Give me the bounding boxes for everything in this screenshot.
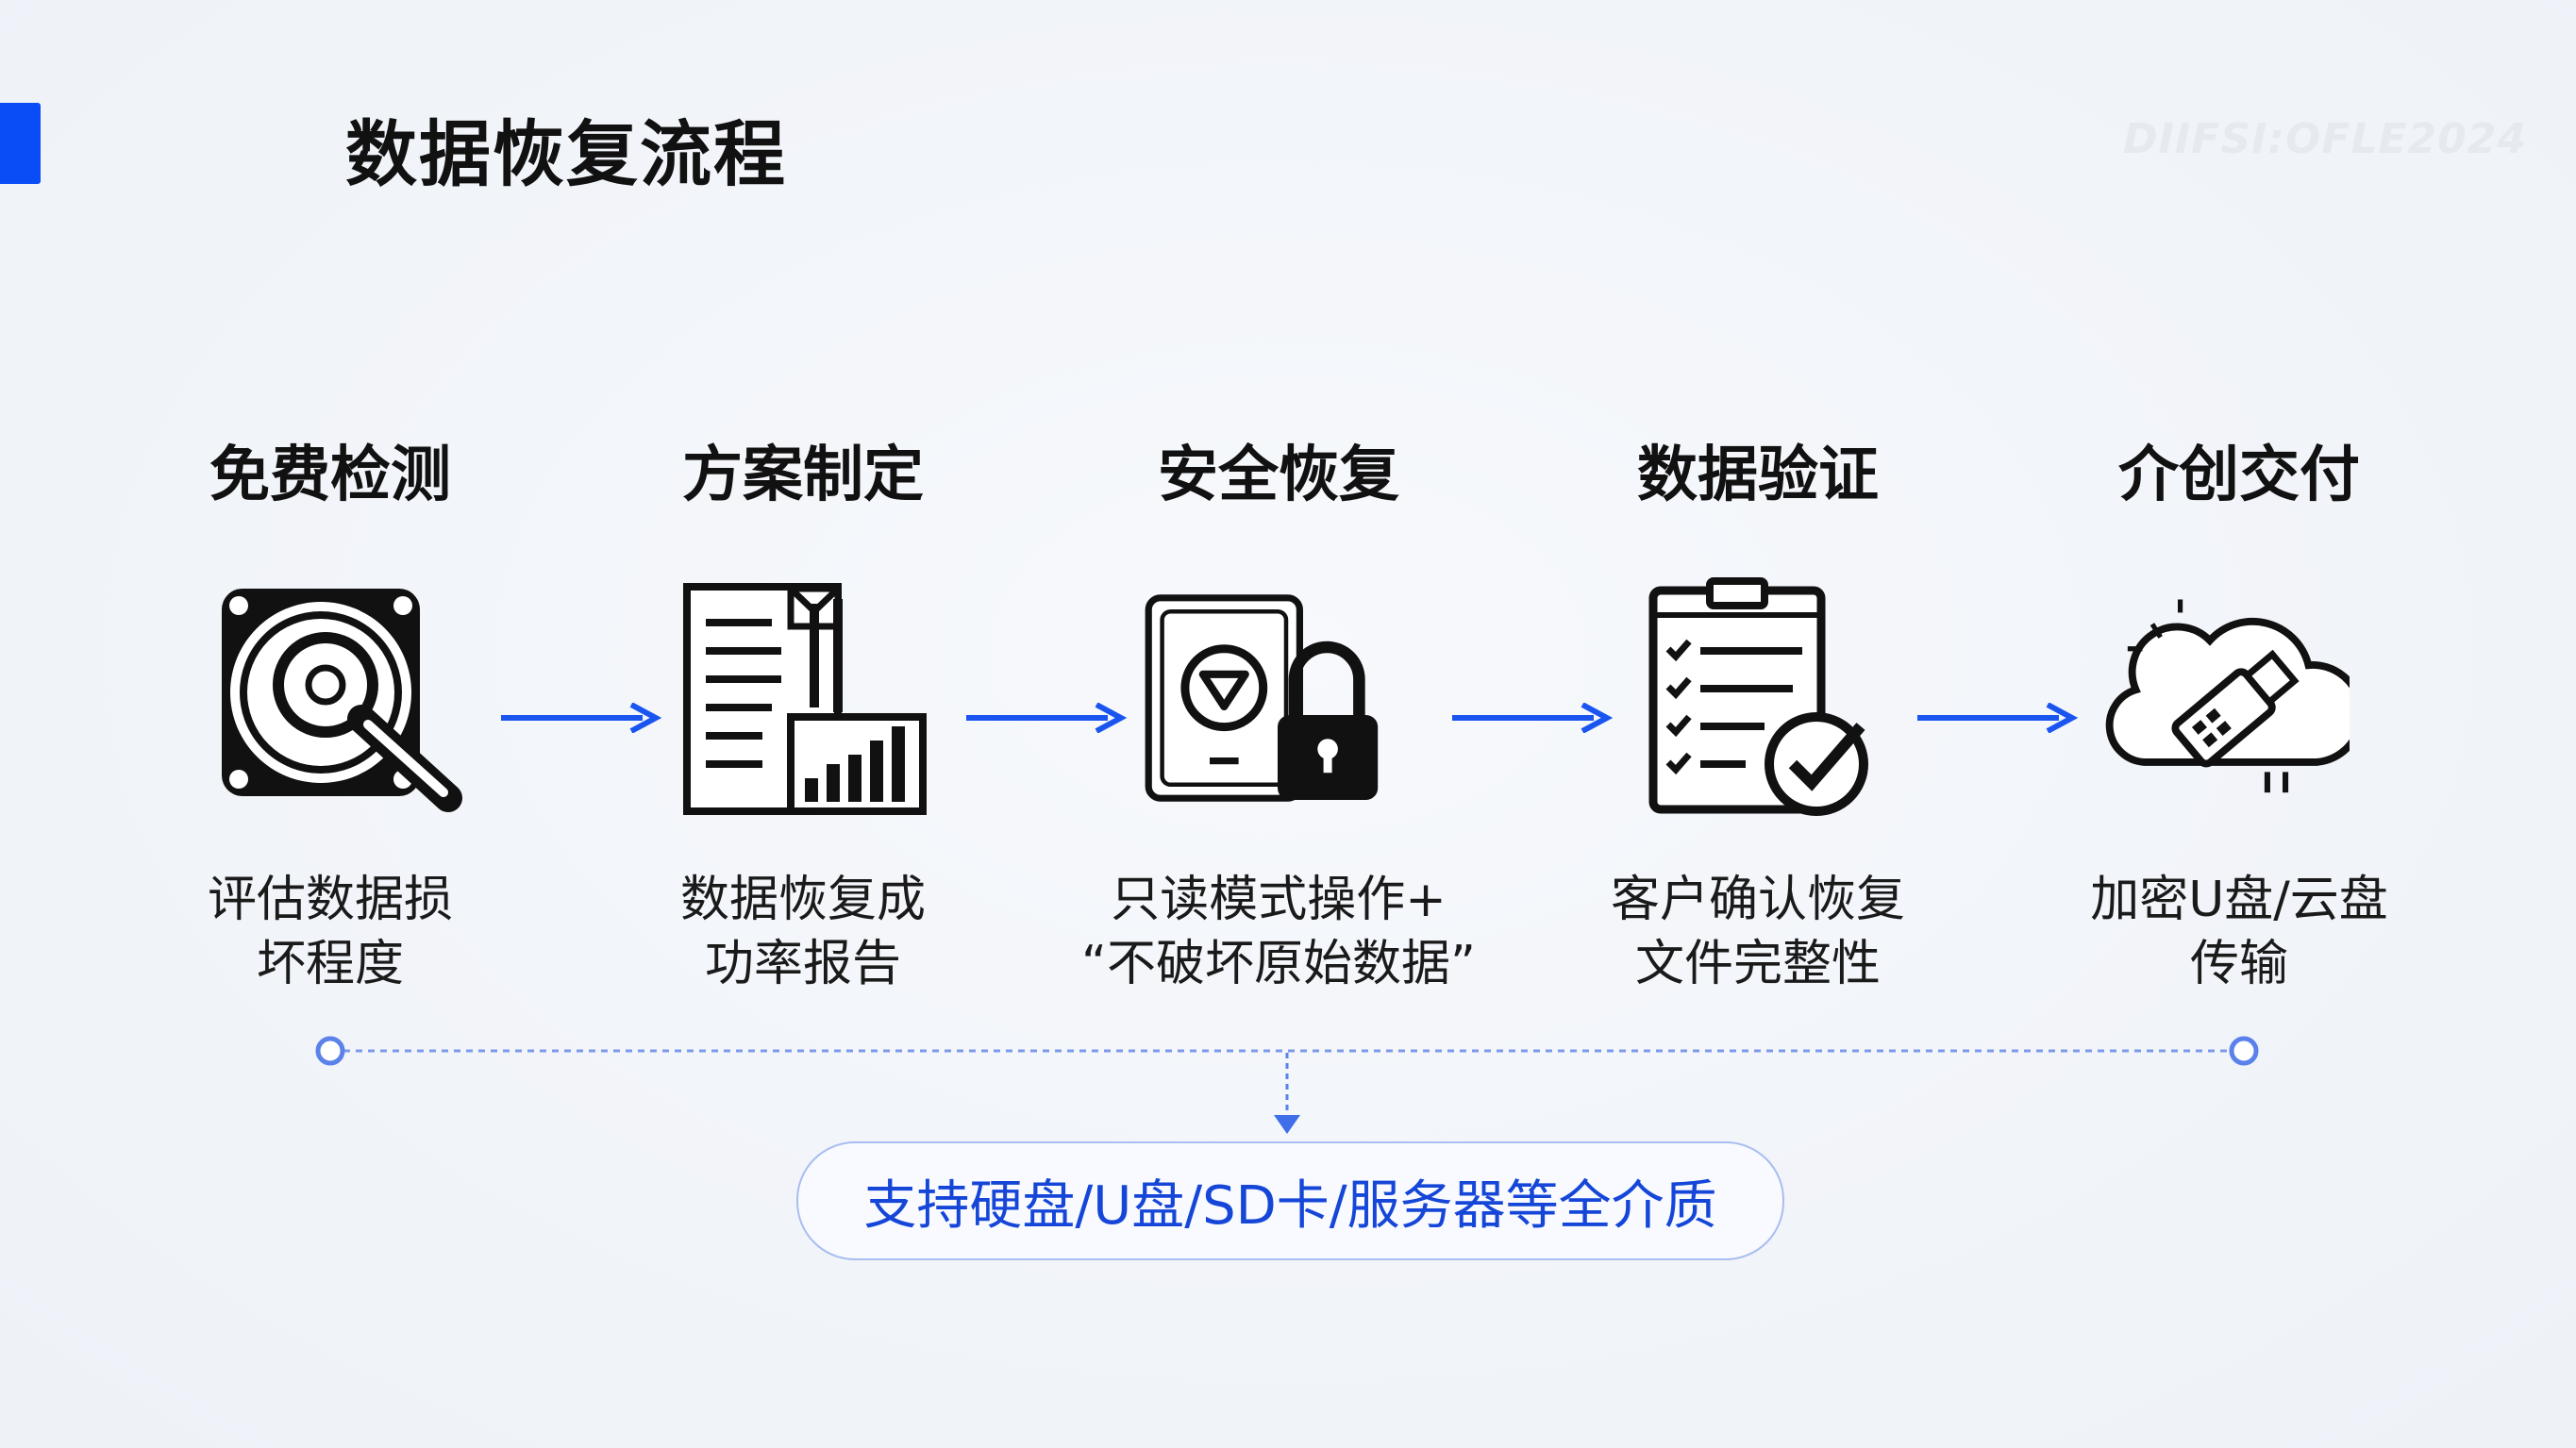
step-desc-2: 数据恢复成功率报告: [586, 868, 1020, 996]
arrow-right-icon: [1452, 703, 1613, 733]
hard-drive-magnifier-icon: [222, 589, 462, 812]
step-desc-3: 只读模式操作+ “不破坏原始数据”: [1062, 868, 1496, 996]
desc-line: “不破坏原始数据”: [1081, 936, 1476, 992]
watermark: DIIFSI:OFLE2024: [2123, 115, 2527, 163]
arrow-right-icon: [966, 703, 1127, 733]
arrow-right-icon: [1917, 703, 2078, 733]
step-title-1: 免费检测: [209, 441, 451, 510]
drive-lock-icon: [1145, 594, 1379, 802]
step-title-5: 介创交付: [2118, 441, 2360, 510]
timeline-connector: [315, 1036, 2259, 1134]
step-desc-5: 加密U盘/云盘传输: [2022, 868, 2456, 996]
page-title: 数据恢复流程: [345, 112, 787, 196]
step-title-4: 数据验证: [1637, 441, 1879, 510]
step-title-3: 安全恢复: [1158, 441, 1399, 510]
desc-line: 只读模式操作+: [1111, 872, 1447, 928]
desc-line: 客户确认恢复: [1610, 872, 1905, 928]
accent-bar: [0, 103, 41, 184]
cloud-usb-icon: [2105, 599, 2350, 793]
desc-line: 数据恢复成: [679, 872, 926, 928]
desc-line: 坏程度: [256, 936, 404, 992]
desc-line: 传输: [2189, 936, 2288, 992]
step-title-2: 方案制定: [682, 441, 924, 510]
step-desc-4: 客户确认恢复文件完整性: [1541, 868, 1975, 996]
report-chart-icon: [683, 583, 927, 815]
step-desc-1: 评估数据损坏程度: [113, 868, 547, 996]
desc-line: 评估数据损: [207, 872, 453, 928]
desc-line: 文件完整性: [1634, 936, 1881, 992]
desc-line: 功率报告: [704, 936, 901, 992]
arrow-right-icon: [501, 703, 661, 733]
media-support-badge: 支持硬盘/U盘/SD卡/服务器等全介质: [796, 1141, 1784, 1260]
desc-line: 加密U盘/云盘: [2090, 872, 2388, 928]
checklist-verified-icon: [1648, 577, 1868, 816]
